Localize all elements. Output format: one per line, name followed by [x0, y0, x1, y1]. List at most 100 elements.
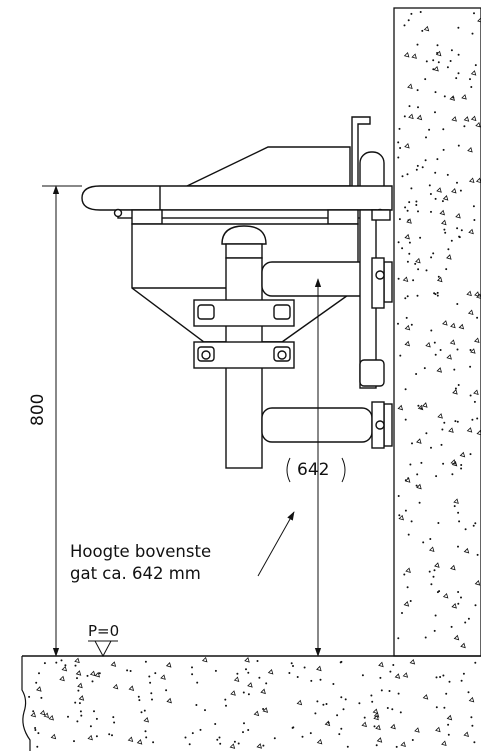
speckle-dot: [433, 569, 436, 572]
speckle-dot: [434, 91, 437, 94]
speckle-dot: [288, 672, 291, 675]
speckle-dot: [430, 256, 433, 259]
speckle-dot: [443, 95, 446, 98]
speckle-dot: [457, 383, 460, 386]
speckle-dot: [342, 708, 345, 711]
hole-dimension-label: 642: [297, 460, 330, 480]
speckle-dot: [296, 676, 299, 679]
speckle-triangle: [165, 662, 172, 668]
speckle-dot: [74, 664, 77, 667]
speckle-triangle: [441, 219, 447, 226]
speckle-dot: [403, 115, 406, 118]
speckle-dot: [346, 745, 349, 748]
speckle-dot: [310, 679, 313, 682]
speckle-dot: [456, 227, 459, 230]
speckle-dot: [38, 672, 41, 675]
speckle-triangle: [267, 668, 274, 675]
speckle-dot: [322, 703, 325, 706]
speckle-triangle: [460, 642, 466, 649]
speckle-triangle: [477, 17, 481, 23]
floor-level-label: P=0: [88, 622, 120, 640]
speckle-dot: [397, 156, 400, 159]
speckle-triangle: [112, 683, 119, 690]
speckle-dot: [438, 590, 441, 593]
speckle-dot: [358, 702, 361, 705]
speckle-dot: [113, 721, 116, 724]
speckle-dot: [214, 669, 217, 672]
speckle-triangle: [452, 389, 458, 395]
speckle-dot: [434, 353, 437, 356]
speckle-dot: [129, 670, 132, 673]
speckle-dot: [408, 252, 411, 255]
speckle-triangle: [458, 323, 465, 330]
speckle-dot: [429, 446, 432, 449]
speckle-dot: [442, 148, 445, 151]
speckle-triangle: [435, 50, 442, 57]
speckle-dot: [467, 617, 470, 620]
speckle-dot: [371, 700, 374, 703]
speckle-triangle: [442, 320, 448, 326]
speckle-dot: [460, 679, 463, 682]
speckle-triangle: [416, 438, 422, 444]
speckle-triangle: [407, 83, 413, 90]
speckle-triangle: [455, 213, 461, 219]
speckle-triangle: [470, 348, 476, 354]
speckle-triangle: [475, 177, 481, 184]
speckle-dot: [424, 136, 427, 139]
speckle-dot: [400, 612, 403, 615]
speckle-dot: [443, 421, 446, 424]
speckle-dot: [325, 703, 328, 706]
speckle-dot: [469, 348, 472, 351]
speckle-dot: [332, 683, 335, 686]
speckle-dot: [444, 231, 447, 234]
speckle-dot: [154, 672, 157, 675]
speckle-dot: [456, 302, 459, 305]
speckle-dot: [428, 184, 431, 187]
speckle-dot: [457, 602, 460, 605]
speckle-dot: [473, 218, 476, 221]
speckle-dot: [416, 473, 419, 476]
speckle-dot: [406, 260, 409, 263]
speckle-dot: [412, 279, 415, 282]
speckle-dot: [60, 659, 63, 662]
speckle-dot: [224, 698, 227, 701]
speckle-triangle: [405, 567, 411, 574]
speckle-dot: [425, 60, 428, 63]
speckle-triangle: [468, 696, 475, 703]
speckle-dot: [416, 164, 419, 167]
speckle-triangle: [61, 665, 68, 672]
speckle-triangle: [75, 670, 82, 676]
speckle-triangle: [244, 657, 250, 663]
speckle-triangle: [404, 340, 411, 347]
speckle-triangle: [404, 142, 410, 149]
speckle-dot: [451, 473, 454, 476]
concrete-floor: [21, 655, 481, 751]
washbasin-assembly: [81, 116, 393, 469]
speckle-dot: [404, 479, 407, 482]
speckle-dot: [406, 173, 409, 176]
speckle-dot: [435, 676, 438, 679]
speckle-triangle: [403, 601, 410, 607]
speckle-dot: [244, 668, 247, 671]
speckle-dot: [474, 522, 477, 525]
dimension-642: [286, 278, 346, 657]
speckle-dot: [265, 682, 268, 685]
speckle-dot: [262, 708, 265, 711]
speckle-dot: [388, 690, 391, 693]
speckle-triangle: [403, 51, 410, 58]
speckle-dot: [76, 677, 79, 680]
speckle-dot: [447, 733, 450, 736]
speckle-dot: [79, 710, 82, 713]
speckle-dot: [37, 732, 40, 735]
speckle-dot: [447, 248, 450, 251]
speckle-dot: [145, 736, 148, 739]
speckle-triangle: [422, 402, 428, 408]
speckle-triangle: [127, 736, 134, 743]
speckle-dot: [256, 660, 259, 663]
speckle-dot: [73, 740, 76, 743]
speckle-triangle: [450, 187, 457, 194]
speckle-triangle: [402, 276, 409, 282]
speckle-dot: [428, 128, 431, 131]
speckle-dot: [455, 77, 458, 80]
speckle-dot: [456, 348, 459, 351]
